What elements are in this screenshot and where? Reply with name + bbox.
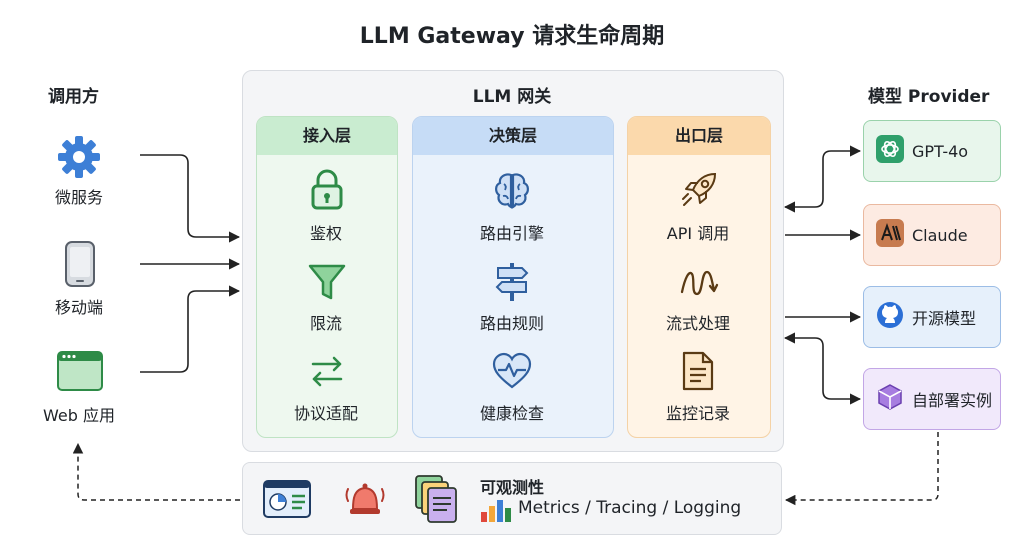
dashed-arrow-selfhosted-to-obs	[784, 432, 939, 506]
log-files-icon	[414, 474, 460, 528]
observability-title: 可观测性	[480, 478, 545, 497]
bar-chart-icon	[480, 498, 512, 526]
provider-gpt4o: GPT-4o	[863, 120, 1001, 182]
observability-subtitle: Metrics / Tracing / Logging	[518, 498, 742, 518]
item-label-rate-limit: 限流	[309, 314, 342, 333]
caller-label-mobile: 移动端	[54, 298, 103, 317]
caller-label-web-app: Web 应用	[43, 406, 115, 425]
diagram-title: LLM Gateway 请求生命周期	[359, 24, 665, 49]
dashboard-icon	[262, 479, 312, 523]
provider-claude: Claude	[863, 204, 1001, 266]
arrow-web-to-gateway	[140, 285, 241, 373]
swap-arrows-icon	[307, 352, 347, 394]
provider-label: GPT-4o	[912, 141, 969, 161]
stream-wave-icon	[679, 264, 719, 304]
item-label-protocol: 协议适配	[293, 404, 358, 423]
provider-label: Claude	[912, 225, 968, 245]
caller-label-microservice: 微服务	[54, 188, 103, 207]
heart-pulse-icon	[491, 352, 533, 394]
provider-label: 开源模型	[912, 309, 977, 328]
decision-layer-title: 决策层	[413, 117, 613, 155]
observability-bar	[242, 462, 782, 535]
signpost-icon	[494, 261, 530, 307]
callers-heading: 调用方	[48, 87, 99, 107]
provider-label: 自部署实例	[912, 391, 993, 410]
funnel-icon	[307, 262, 347, 306]
item-label-monitoring: 监控记录	[665, 404, 730, 423]
rocket-icon	[679, 170, 719, 214]
gateway-title: LLM 网关	[472, 87, 552, 107]
access-layer-title: 接入层	[257, 117, 397, 155]
egress-layer-title: 出口层	[628, 117, 770, 155]
cube-icon	[876, 383, 904, 415]
providers-heading: 模型 Provider	[868, 87, 990, 107]
arrow-gateway-gpt4o	[783, 145, 862, 213]
arrow-gateway-self-hosted	[783, 332, 862, 405]
alarm-bell-icon	[342, 477, 388, 525]
provider-open-source: 开源模型	[863, 286, 1001, 348]
item-label-routing-rules: 路由规则	[479, 314, 544, 333]
item-label-auth: 鉴权	[309, 224, 342, 243]
document-icon	[681, 350, 715, 396]
arrow-microservice-to-gateway	[140, 154, 241, 243]
gear-icon	[56, 134, 102, 184]
item-label-health-check: 健康检查	[479, 404, 544, 423]
item-label-streaming: 流式处理	[665, 314, 730, 333]
lock-icon	[309, 168, 345, 214]
mobile-phone-icon	[64, 240, 96, 292]
openai-icon	[876, 135, 904, 167]
anthropic-icon	[876, 219, 904, 251]
dashed-arrow-obs-to-web	[72, 442, 240, 501]
browser-window-icon	[56, 350, 104, 396]
brain-icon	[492, 170, 532, 214]
provider-self-hosted: 自部署实例	[863, 368, 1001, 430]
item-label-routing-engine: 路由引擎	[479, 224, 544, 243]
item-label-api-call: API 调用	[666, 224, 730, 243]
github-icon	[876, 301, 904, 333]
